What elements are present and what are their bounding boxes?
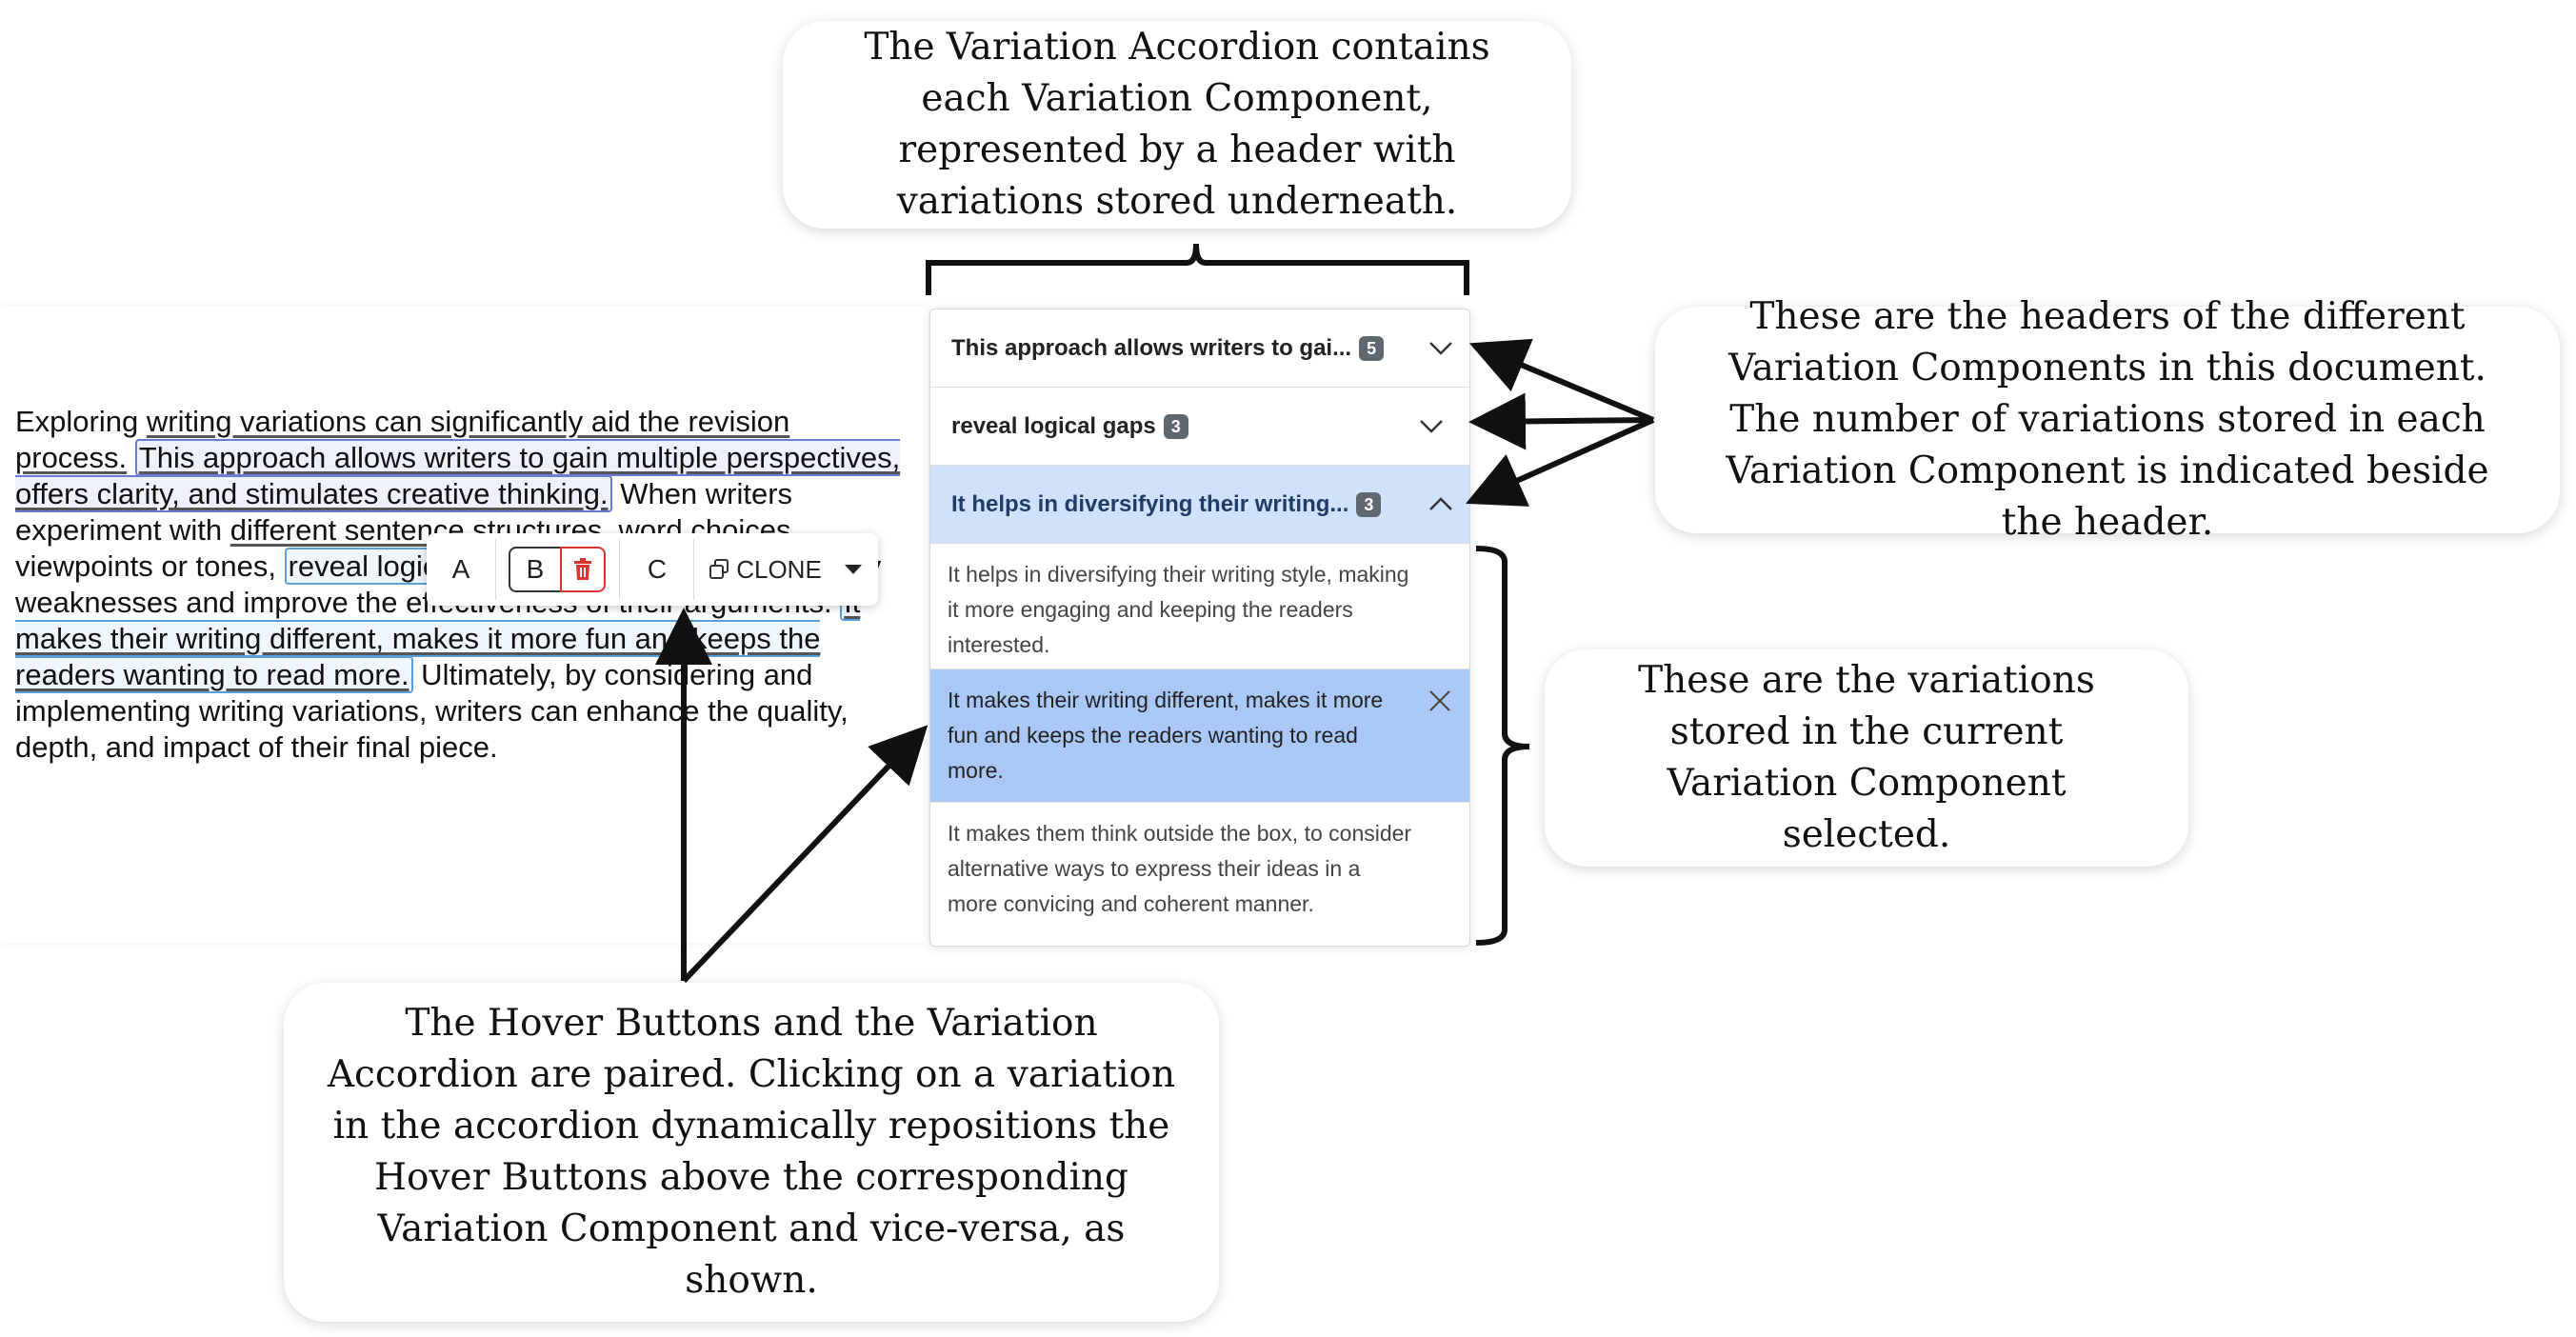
caret-down-icon xyxy=(845,565,862,574)
accordion-header-3[interactable]: It helps in diversifying their writing..… xyxy=(930,466,1469,544)
variation-item-3[interactable]: It makes them think outside the box, to … xyxy=(930,803,1469,946)
callout-headers-text: These are the headers of the different V… xyxy=(1726,295,2489,544)
dropdown-button[interactable] xyxy=(836,547,870,592)
callout-pairing-text: The Hover Buttons and the Variation Acco… xyxy=(327,1002,1176,1302)
copy-icon xyxy=(709,559,729,579)
text-segment: When writers experiment with xyxy=(15,477,793,547)
callout-accordion-text: The Variation Accordion contains each Va… xyxy=(864,26,1490,223)
callout-headers: These are the headers of the different V… xyxy=(1655,295,2560,544)
variation-count-badge: 3 xyxy=(1163,413,1188,439)
variation-item-1[interactable]: It helps in diversifying their writing s… xyxy=(930,544,1469,669)
clone-label: CLONE xyxy=(736,554,822,584)
variation-item-2[interactable]: It makes their writing different, makes … xyxy=(930,669,1469,803)
variation-text: It makes them think outside the box, to … xyxy=(948,821,1412,916)
divider xyxy=(693,539,694,600)
variation-count-badge: 5 xyxy=(1359,335,1385,361)
variation-b-button[interactable]: B xyxy=(509,547,560,592)
text-segment: Exploring xyxy=(15,405,147,438)
callout-accordion: The Variation Accordion contains each Va… xyxy=(783,21,1571,229)
chevron-down-icon xyxy=(1420,420,1443,433)
text-segment: Ultimately, by considering and implement… xyxy=(15,658,849,764)
variation-accordion: This approach allows writers to gai... 5… xyxy=(929,309,1470,947)
arrow-to-header-2 xyxy=(1468,392,1654,450)
hover-buttons: A B C CLONE xyxy=(427,533,878,606)
accordion-header-label: This approach allows writers to gai... xyxy=(951,334,1352,361)
arrow-to-header-1 xyxy=(1468,338,1655,423)
variation-a-button[interactable]: A xyxy=(451,554,470,584)
callout-pairing: The Hover Buttons and the Variation Acco… xyxy=(284,983,1219,1322)
variations-bracket xyxy=(1475,546,1530,946)
divider xyxy=(495,539,496,600)
variation-text: It helps in diversifying their writing s… xyxy=(948,562,1409,657)
text-segment-underlined: writing variations can significantly aid… xyxy=(15,405,790,474)
chevron-up-icon xyxy=(1429,497,1452,510)
chevron-down-icon xyxy=(1429,342,1452,355)
arrow-to-variation-component xyxy=(681,725,929,984)
variation-c-button[interactable]: C xyxy=(647,554,668,584)
trash-icon xyxy=(574,558,591,580)
variation-count-badge: 3 xyxy=(1356,491,1382,517)
divider xyxy=(619,539,620,600)
close-icon[interactable] xyxy=(1428,688,1452,713)
accordion-brace xyxy=(926,243,1469,295)
callout-variations-text: These are the variations stored in the c… xyxy=(1638,659,2095,856)
accordion-header-2[interactable]: reveal logical gaps 3 xyxy=(930,388,1469,466)
text-segment: word choices, viewpoints or tones, xyxy=(15,513,800,583)
clone-button[interactable]: CLONE xyxy=(703,547,827,592)
accordion-header-label: reveal logical gaps xyxy=(951,412,1156,439)
accordion-header-label: It helps in diversifying their writing..… xyxy=(951,490,1349,517)
variation-text: It makes their writing different, makes … xyxy=(948,688,1384,783)
arrow-to-header-3 xyxy=(1466,417,1655,507)
accordion-header-1[interactable]: This approach allows writers to gai... 5 xyxy=(930,309,1469,388)
callout-variations: These are the variations stored in the c… xyxy=(1545,649,2188,867)
delete-variation-button[interactable] xyxy=(560,547,606,592)
